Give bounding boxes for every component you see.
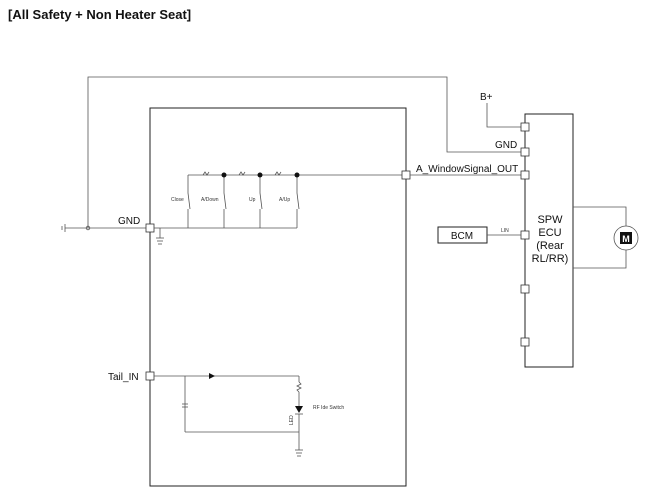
resistor-2: [238, 171, 246, 176]
ecu-pin-lin: [520, 230, 530, 240]
motor-wire-top: [573, 206, 627, 226]
motor-wire-bottom: [573, 250, 627, 269]
gnd-label-right: GND: [495, 140, 517, 151]
led-icon: [295, 406, 303, 413]
diagram-title: [All Safety + Non Heater Seat]: [8, 7, 192, 22]
junction-node: [85, 225, 91, 231]
switch-up: [259, 175, 263, 228]
gnd-label-left: GND: [118, 216, 140, 227]
module-box: [149, 107, 407, 487]
ecu-pin-gnd: [520, 147, 530, 157]
ecu-pin: [520, 284, 530, 294]
bplus-label: B+: [480, 92, 493, 103]
motor-label: M: [622, 234, 630, 244]
junction-dot: [257, 172, 263, 178]
resistor-4: [296, 381, 302, 393]
ecu-label-line1: SPW: [537, 214, 563, 226]
switch-label-close: Close: [171, 197, 184, 203]
switch-aup: [296, 175, 300, 228]
spw-ecu-box: [524, 113, 574, 368]
led-label: RF Ide Switch: [313, 405, 344, 411]
switch-label-adown: A/Down: [201, 197, 219, 203]
switch-adown: [223, 175, 227, 228]
tail-in-label: Tail_IN: [108, 372, 139, 383]
ecu-pin: [520, 337, 530, 347]
junction-dot: [221, 172, 227, 178]
bcm-label: BCM: [451, 231, 473, 242]
led-sub-label: LED: [289, 415, 295, 425]
ecu-label-line3: (Rear: [536, 240, 564, 252]
diode-icon: [209, 373, 215, 379]
lin-label: LIN: [501, 228, 509, 234]
switch-label-up: Up: [249, 197, 256, 203]
ecu-pin-window-signal: [520, 170, 530, 180]
resistor-1: [202, 171, 210, 176]
bplus-wire: [486, 103, 521, 128]
window-signal-label: A_WindowSignal_OUT: [416, 164, 518, 175]
gnd-pin: [145, 223, 155, 233]
window-signal-pin: [401, 170, 411, 180]
resistor-3: [274, 171, 282, 176]
gnd-overhead-wire: [87, 76, 521, 228]
switch-close: [187, 175, 191, 228]
ecu-label-line2: ECU: [538, 227, 561, 239]
junction-dot: [294, 172, 300, 178]
switch-label-aup: A/Up: [279, 197, 290, 203]
motor-icon: [613, 225, 639, 251]
ecu-label-line4: RL/RR): [532, 253, 569, 265]
tail-in-pin: [145, 371, 155, 381]
ecu-pin-bplus: [520, 122, 530, 132]
